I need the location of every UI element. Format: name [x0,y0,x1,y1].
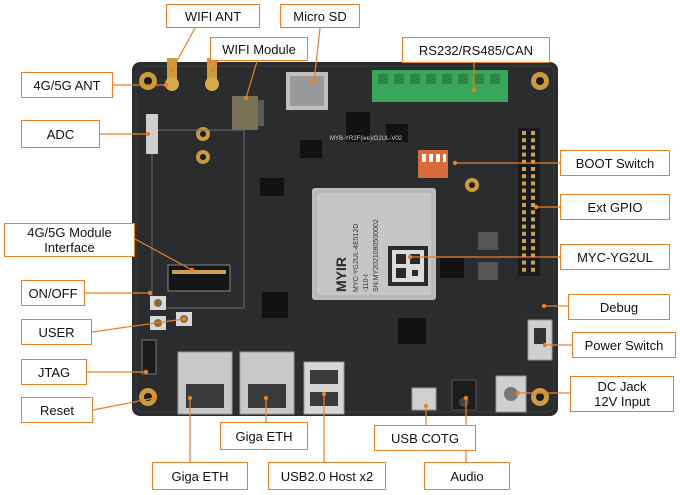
gpio-pin [522,131,526,135]
gpio-pin [522,167,526,171]
gpio-pin [531,253,535,258]
gpio-pin [522,267,526,272]
som-text-2: -110-I [363,274,370,292]
label-ext-gpio: Ext GPIO [560,194,670,220]
label-debug: Debug [568,294,670,320]
module-area-outline [151,129,245,309]
gpio-pin [522,231,526,236]
label-wifi-module: WIFI Module [210,37,308,61]
gpio-pin [531,145,535,150]
gpio-pin [531,203,535,207]
label-myc-yg2ul: MYC-YG2UL [560,244,670,270]
silkscreen-text: MYB-YR2F(ive)/G2UL-V02 [330,136,403,142]
som-text-1: MYC-YG2UL-4E512D [353,224,360,292]
gpio-pin [522,253,526,258]
label-user: USER [21,319,92,345]
label-usb-host: USB2.0 Host x2 [268,462,386,490]
jtag-header [141,339,157,375]
som-brand: MYIR [333,257,349,292]
label-giga-eth-top: Giga ETH [220,422,308,450]
leader-lines [85,27,572,462]
gpio-pin [522,246,526,251]
label-dc-jack-line2: 12V Input [594,394,650,409]
gpio-pin [522,152,526,157]
gpio-pin [531,224,535,229]
label-4g5g-module-interface: 4G/5G Module Interface [4,223,135,257]
gpio-pin [531,231,535,236]
gpio-pin [522,174,526,179]
label-power-switch: Power Switch [572,332,676,358]
gpio-header [518,128,540,276]
wifi-module-chip [232,96,258,130]
label-adc: ADC [21,120,100,148]
gpio-pin [522,260,526,265]
gpio-pin [531,210,535,215]
gpio-pin [531,152,535,157]
terminal-block [372,70,508,102]
label-on-off: ON/OFF [21,280,85,306]
gpio-pin [531,217,535,222]
gpio-pin [531,167,535,171]
label-usb-cotg: USB COTG [374,425,476,451]
gpio-pin [531,267,535,272]
gpio-pin [522,239,526,243]
gpio-pin [522,224,526,229]
gpio-pin [531,195,535,200]
regulator-chip [346,112,370,142]
label-rs232-rs485-can: RS232/RS485/CAN [402,37,550,63]
gpio-pin [531,188,535,193]
gpio-pin [522,145,526,150]
label-4g5g-ant: 4G/5G ANT [21,72,113,98]
label-giga-eth-bottom: Giga ETH [152,462,248,490]
terminal-screws [378,74,500,84]
gpio-pin [531,138,535,143]
tactile-buttons [150,296,192,330]
gpio-pin [522,203,526,207]
gpio-pin [522,210,526,215]
gpio-pin [531,260,535,265]
label-audio: Audio [424,462,510,490]
label-reset: Reset [21,397,93,423]
gpio-pin [531,131,535,135]
leader-dots [143,67,548,409]
gpio-pin [531,239,535,243]
label-wifi-ant: WIFI ANT [166,4,260,28]
gpio-pin [522,138,526,143]
gpio-pin [522,181,526,186]
label-4g5g-module-line2: Interface [44,240,95,255]
gpio-pin [522,195,526,200]
gpio-pin [522,217,526,222]
som-text-3: SN:MY2021080500002 [373,219,380,292]
adc-header [146,114,158,154]
usb-otg-port [411,387,437,411]
m2-slot [167,264,231,292]
gpio-pin [531,246,535,251]
gpio-pin [531,181,535,186]
label-dc-jack: DC Jack 12V Input [570,376,674,412]
label-micro-sd: Micro SD [280,4,360,28]
gpio-pin [522,159,526,164]
audio-jack [451,379,477,411]
label-dc-jack-line1: DC Jack [597,379,647,394]
label-jtag: JTAG [21,359,87,385]
label-4g5g-module-line1: 4G/5G Module [27,225,112,240]
label-boot-switch: BOOT Switch [560,150,670,176]
gpio-pins [522,131,535,272]
gpio-pin [522,188,526,193]
gpio-pin [531,159,535,164]
gpio-pin [531,174,535,179]
